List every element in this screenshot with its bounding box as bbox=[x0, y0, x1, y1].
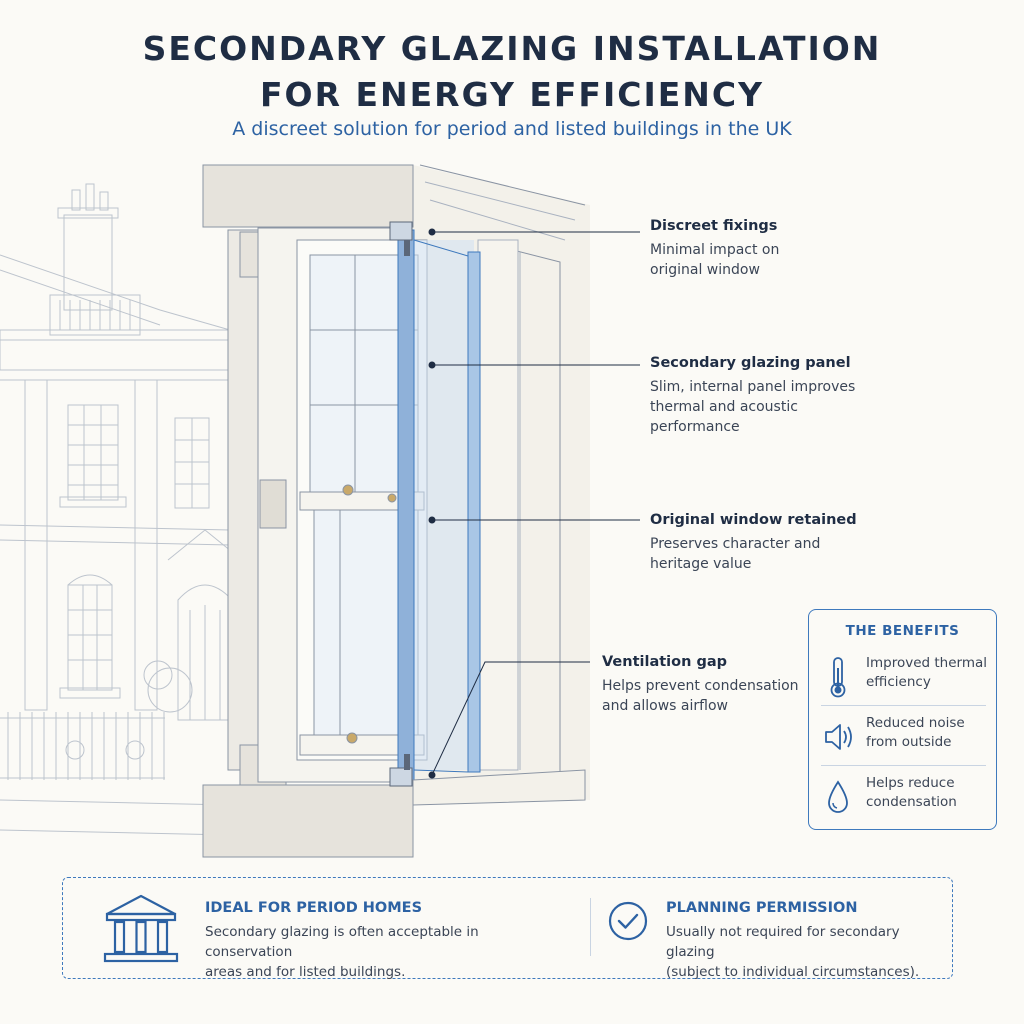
period-homes-title: IDEAL FOR PERIOD HOMES bbox=[205, 900, 423, 916]
benefit-line: Reduced noise bbox=[866, 715, 965, 731]
benefits-title: THE BENEFITS bbox=[845, 623, 960, 639]
callout-line: Minimal impact on bbox=[650, 242, 780, 258]
callout-desc: Minimal impact on original window bbox=[650, 240, 880, 280]
benefit-divider bbox=[821, 765, 986, 766]
period-homes-info: IDEAL FOR PERIOD HOMES Secondary glazing… bbox=[205, 900, 565, 982]
callout-title: Discreet fixings bbox=[650, 218, 778, 234]
title-line-2: FOR ENERGY EFFICIENCY bbox=[259, 75, 765, 114]
callout-line: original window bbox=[650, 262, 760, 278]
title-line-1: SECONDARY GLAZING INSTALLATION bbox=[142, 29, 882, 68]
callout-line: heritage value bbox=[650, 556, 752, 572]
stone-masonry bbox=[202, 164, 414, 858]
benefit-label: Improved thermal efficiency bbox=[866, 654, 996, 692]
benefit-label: Reduced noise from outside bbox=[866, 714, 996, 752]
water-drop-icon bbox=[828, 780, 848, 813]
callout-line: thermal and acoustic bbox=[650, 399, 798, 415]
window-section-illustration bbox=[0, 164, 640, 858]
interior-sill bbox=[412, 769, 586, 806]
callout-line: Slim, internal panel improves bbox=[650, 379, 856, 395]
background-townhouse bbox=[0, 183, 243, 836]
benefit-line: from outside bbox=[866, 734, 952, 750]
info-line: areas and for listed buildings. bbox=[205, 964, 406, 980]
callout-desc: Helps prevent condensation and allows ai… bbox=[602, 676, 802, 716]
speaker-icon bbox=[825, 724, 852, 750]
secondary-glazing-panel bbox=[389, 221, 481, 787]
info-line: Usually not required for secondary glazi… bbox=[666, 924, 900, 960]
info-footer-box: IDEAL FOR PERIOD HOMES Secondary glazing… bbox=[62, 877, 953, 982]
leader-lines bbox=[428, 228, 640, 779]
period-homes-desc: Secondary glazing is often acceptable in… bbox=[205, 922, 565, 982]
callout-title: Secondary glazing panel bbox=[650, 355, 851, 371]
benefit-line: Improved thermal bbox=[866, 655, 988, 671]
page-title: SECONDARY GLAZING INSTALLATION FOR ENERG… bbox=[0, 26, 1024, 118]
benefit-item: Helps reduce condensation bbox=[809, 766, 998, 828]
callout-discreet-fixings: Discreet fixings Minimal impact on origi… bbox=[650, 218, 880, 280]
callout-title: Original window retained bbox=[650, 512, 857, 528]
checkmark-circle-icon bbox=[608, 901, 648, 941]
planning-permission-info: PLANNING PERMISSION Usually not required… bbox=[666, 900, 946, 982]
benefit-line: condensation bbox=[866, 794, 957, 810]
info-line: (subject to individual circumstances). bbox=[666, 964, 920, 980]
callout-line: Helps prevent condensation bbox=[602, 678, 799, 694]
benefit-divider bbox=[821, 705, 986, 706]
benefit-line: Helps reduce bbox=[866, 775, 955, 791]
planning-permission-title: PLANNING PERMISSION bbox=[666, 900, 858, 916]
callout-title: Ventilation gap bbox=[602, 654, 728, 670]
thermometer-icon bbox=[830, 657, 846, 698]
benefit-line: efficiency bbox=[866, 674, 931, 690]
callout-ventilation-gap: Ventilation gap Helps prevent condensati… bbox=[602, 654, 802, 716]
planning-permission-desc: Usually not required for secondary glazi… bbox=[666, 922, 946, 982]
benefits-panel: THE BENEFITS Improved thermal efficiency… bbox=[808, 609, 997, 830]
benefit-label: Helps reduce condensation bbox=[866, 774, 996, 812]
footer-divider bbox=[590, 898, 591, 956]
callout-line: Preserves character and bbox=[650, 536, 821, 552]
page-subtitle: A discreet solution for period and liste… bbox=[232, 118, 792, 140]
callout-desc: Slim, internal panel improves thermal an… bbox=[650, 377, 880, 437]
callout-desc: Preserves character and heritage value bbox=[650, 534, 880, 574]
benefit-item: Improved thermal efficiency bbox=[809, 646, 998, 708]
callout-line: performance bbox=[650, 419, 740, 435]
columns-building-icon bbox=[103, 894, 179, 963]
callout-line: and allows airflow bbox=[602, 698, 728, 714]
benefit-item: Reduced noise from outside bbox=[809, 706, 998, 768]
callout-original-window: Original window retained Preserves chara… bbox=[650, 512, 880, 574]
callout-secondary-glazing-panel: Secondary glazing panel Slim, internal p… bbox=[650, 355, 880, 437]
info-line: Secondary glazing is often acceptable in… bbox=[205, 924, 479, 960]
